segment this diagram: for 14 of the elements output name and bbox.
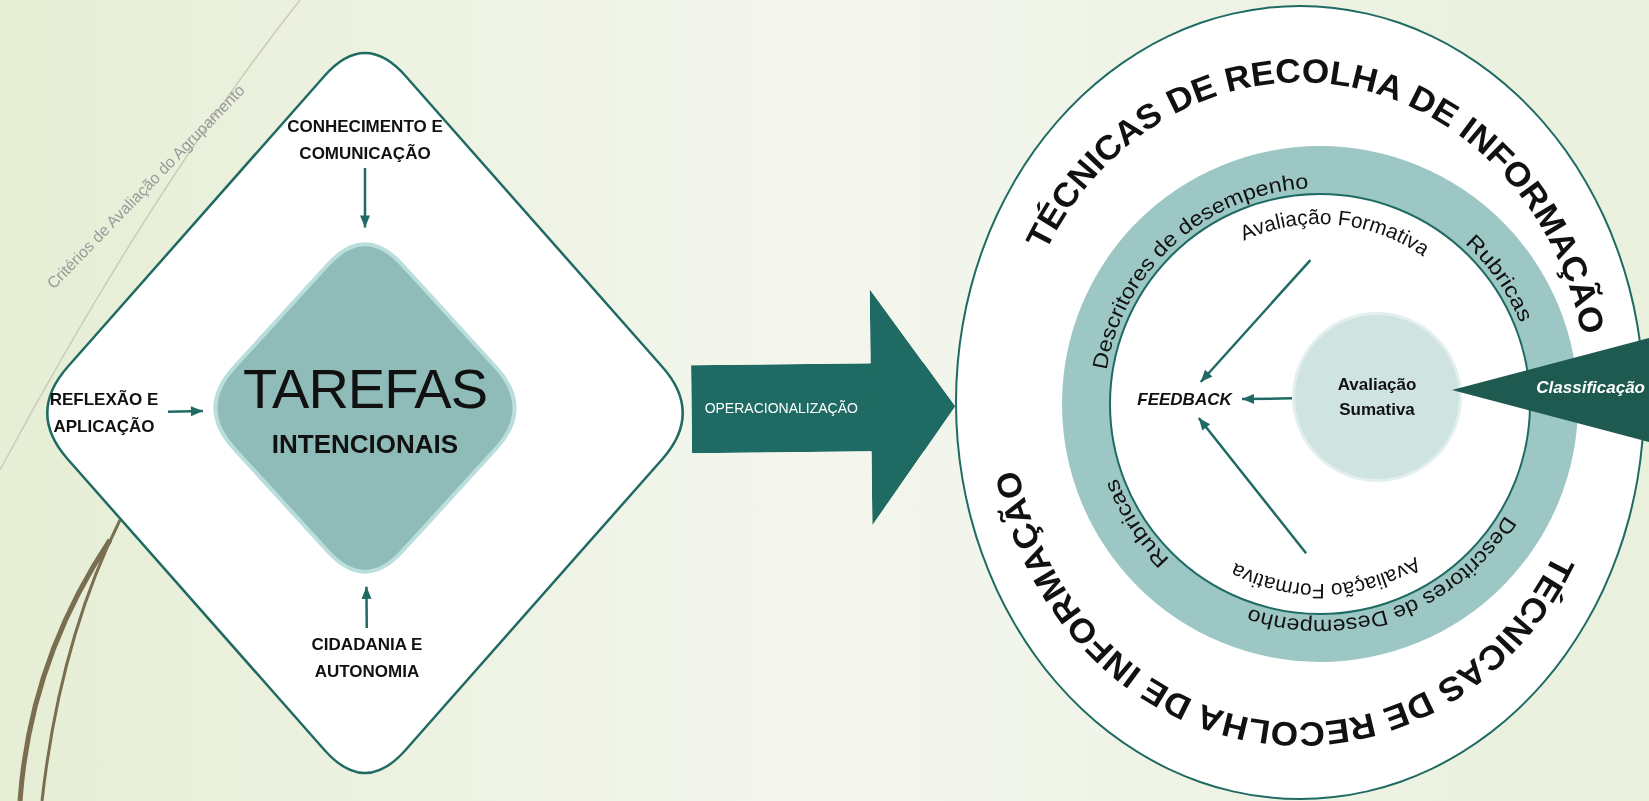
- category-label: CIDADANIA E AUTONOMIA: [292, 628, 442, 688]
- category-label: CONHECIMENTO E COMUNICAÇÃO: [268, 112, 462, 168]
- feedback-label: FEEDBACK: [1127, 382, 1242, 418]
- arrow: [360, 168, 370, 228]
- arrow: [1197, 417, 1308, 555]
- arrow: [167, 406, 203, 417]
- pointer-label: Classificação: [1536, 378, 1645, 398]
- subtitle-text: INTENCIONAIS: [271, 429, 459, 459]
- category-label: REFLEXÃO E APLICAÇÃO: [40, 383, 168, 443]
- arrow: [361, 586, 372, 628]
- circle-label: Avaliação Sumativa: [1336, 373, 1418, 421]
- arrow: [1242, 393, 1293, 404]
- block-arrow: [691, 289, 955, 526]
- title-text: TAREFAS: [243, 357, 487, 420]
